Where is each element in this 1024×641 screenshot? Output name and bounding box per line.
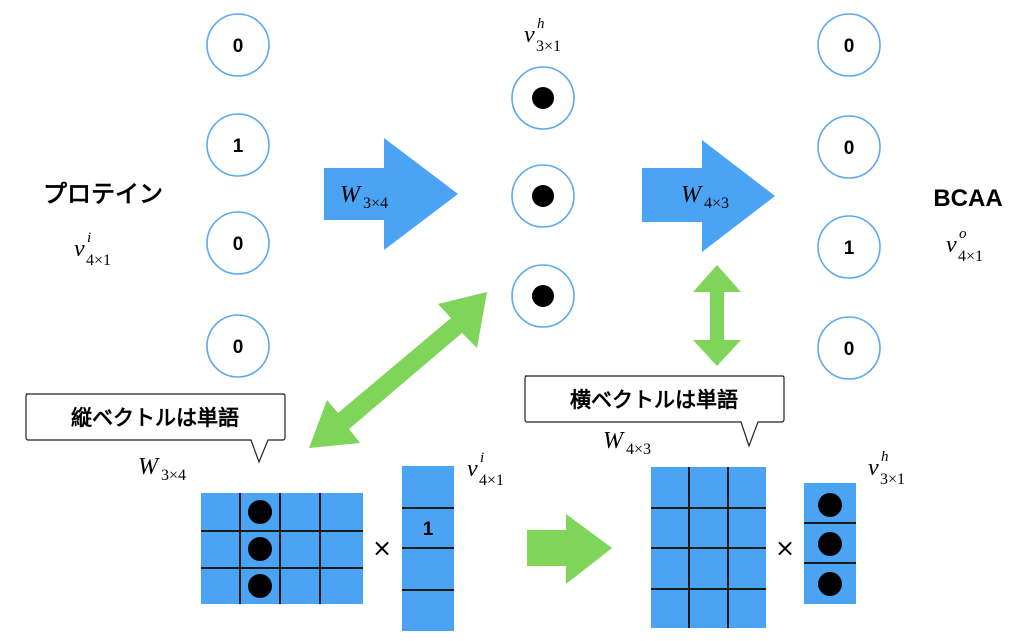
math-sup: o — [959, 226, 967, 242]
output-node: 0 — [817, 316, 881, 380]
weight-arrow-input-hidden: W 3×4 — [324, 138, 458, 250]
math-sub: 3×4 — [161, 467, 186, 484]
input-vector-label: v i 4×1 — [74, 230, 111, 269]
hidden-node-dot — [532, 185, 554, 207]
vector-v-in: 1 — [402, 466, 454, 631]
output-label: BCAA — [933, 185, 1002, 212]
input-node: 0 — [206, 314, 270, 378]
output-node: 0 — [817, 115, 881, 179]
math-base: W — [138, 454, 160, 480]
output-node-value: 0 — [844, 138, 855, 159]
vector-dot — [818, 532, 842, 556]
green-double-arrow-vertical — [693, 265, 741, 366]
math-base: W — [603, 428, 625, 454]
math-base: v — [946, 232, 957, 258]
input-layer: 0 1 0 0 — [206, 13, 270, 378]
input-node-value: 0 — [233, 337, 244, 358]
math-base: v — [74, 236, 85, 262]
input-label: プロテイン — [43, 180, 163, 208]
math-base: v — [467, 456, 478, 482]
bottom-w-in-label: W 3×4 — [138, 454, 186, 484]
hidden-node-dot — [532, 87, 554, 109]
output-layer: 0 0 1 0 — [817, 13, 881, 380]
matrix-dot — [248, 537, 272, 561]
math-sub: 4×3 — [626, 441, 651, 458]
input-node-value: 0 — [233, 234, 244, 255]
hidden-node-dot — [532, 285, 554, 307]
bottom-w-out-label: W 4×3 — [603, 428, 651, 458]
math-sub: 3×1 — [536, 38, 561, 55]
bottom-v-in-label: v i 4×1 — [467, 450, 504, 489]
math-base: W — [340, 182, 362, 208]
green-arrow-right — [527, 514, 612, 584]
callout-left-text: 縦ベクトルは単語 — [71, 406, 239, 430]
matrix-w-out — [651, 467, 766, 628]
input-node-value: 0 — [233, 36, 244, 57]
math-sub: 3×4 — [363, 195, 388, 212]
math-base: v — [524, 22, 535, 48]
math-base: v — [868, 455, 879, 481]
vector-dot — [818, 572, 842, 596]
multiply-sign: × — [775, 534, 795, 562]
output-node-value: 1 — [844, 238, 855, 259]
green-double-arrow-diagonal — [309, 292, 487, 448]
math-base: W — [681, 182, 703, 208]
math-sub: 4×1 — [479, 472, 504, 489]
matrix-dot — [248, 500, 272, 524]
math-sub: 4×1 — [958, 248, 983, 265]
input-node: 0 — [206, 13, 270, 77]
math-sup: h — [537, 16, 545, 32]
hidden-node — [511, 264, 575, 328]
vector-dot — [818, 493, 842, 517]
hidden-node — [511, 66, 575, 130]
vector-value: 1 — [423, 519, 434, 540]
matrix-w-in — [201, 493, 363, 604]
hidden-node — [511, 164, 575, 228]
vector-v-hidden — [804, 483, 856, 604]
math-sup: i — [480, 450, 484, 466]
output-node: 1 — [817, 215, 881, 279]
callout-left: 縦ベクトルは単語 — [25, 393, 286, 464]
output-node: 0 — [817, 13, 881, 77]
math-sub: 3×1 — [880, 471, 905, 488]
hidden-layer — [511, 66, 575, 328]
hidden-vector-label: v h 3×1 — [524, 16, 561, 55]
math-sup: i — [87, 230, 91, 246]
bottom-v-hidden-label: v h 3×1 — [868, 449, 905, 488]
output-vector-label: v o 4×1 — [946, 226, 983, 265]
math-sub: 4×1 — [86, 252, 111, 269]
output-node-value: 0 — [844, 339, 855, 360]
input-node: 1 — [206, 113, 270, 177]
input-node-value: 1 — [233, 136, 244, 157]
callout-right: 横ベクトルは単語 — [524, 375, 785, 448]
output-node-value: 0 — [844, 36, 855, 57]
callout-right-text: 横ベクトルは単語 — [570, 388, 738, 412]
input-node: 0 — [206, 211, 270, 275]
weight-arrow-hidden-output: W 4×3 — [642, 140, 775, 252]
math-sup: h — [881, 449, 889, 465]
matrix-dot — [248, 574, 272, 598]
math-sub: 4×3 — [704, 195, 729, 212]
multiply-sign: × — [372, 534, 392, 562]
